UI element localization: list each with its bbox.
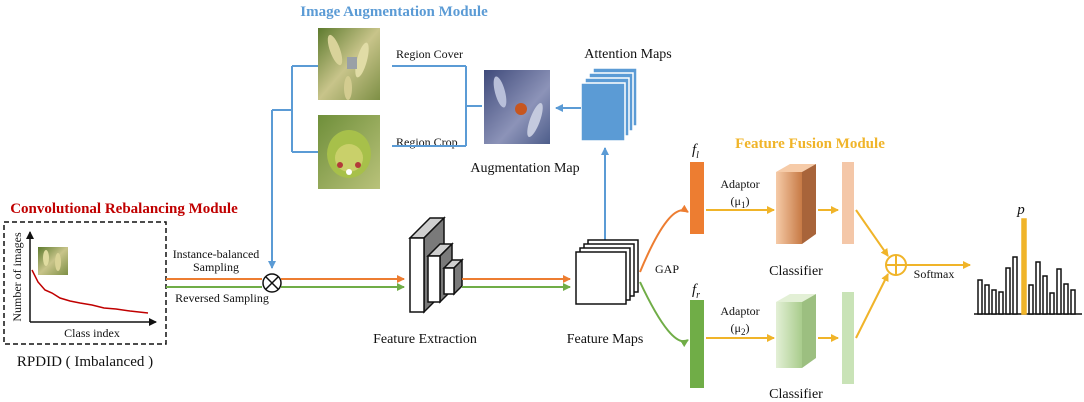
logit1-to-sum-arrow bbox=[855, 209, 889, 257]
region-cover-label: Region Cover bbox=[396, 47, 463, 61]
classifier-1-block bbox=[776, 164, 816, 244]
fusion-module-title: Feature Fusion Module bbox=[735, 136, 885, 152]
fr-label: fr bbox=[692, 282, 700, 301]
class-distribution-plot bbox=[26, 231, 157, 326]
region-crop-image bbox=[318, 115, 380, 189]
region-cover-image bbox=[318, 28, 380, 100]
y-axis-label: Number of images bbox=[10, 232, 24, 322]
attention-maps-stack bbox=[580, 67, 638, 142]
augmentation-map-image bbox=[484, 70, 550, 144]
feature-extraction-cnn bbox=[408, 216, 464, 314]
augmentation-module-title: Image Augmentation Module bbox=[300, 4, 488, 20]
reversed-sampling-label: Reversed Sampling bbox=[175, 291, 269, 305]
classifier-2-block bbox=[776, 294, 816, 368]
circled-plus-icon bbox=[885, 254, 907, 276]
adaptor-1-label: Adaptor bbox=[720, 177, 759, 191]
augmentation-branch-lines bbox=[268, 65, 482, 269]
output-probability-bars bbox=[974, 218, 1082, 315]
mu2-label: (μ2) bbox=[731, 321, 750, 337]
fl-label: fl bbox=[692, 142, 699, 161]
gap-label: GAP bbox=[655, 262, 679, 276]
dataset-label: RPDID ( Imbalanced ) bbox=[17, 354, 153, 370]
feature-maps-label: Feature Maps bbox=[567, 332, 644, 347]
adaptor-2-label: Adaptor bbox=[720, 304, 759, 318]
classifier-2-label: Classifier bbox=[769, 387, 823, 402]
softmax-label: Softmax bbox=[914, 267, 955, 281]
instance-balanced-label: Instance-balanced bbox=[173, 247, 260, 261]
attention-maps-label: Attention Maps bbox=[584, 47, 672, 62]
circled-times-icon bbox=[262, 273, 282, 293]
feature-maps-stack bbox=[575, 239, 639, 305]
x-axis-label: Class index bbox=[64, 326, 120, 340]
augmentation-map-label: Augmentation Map bbox=[470, 161, 579, 176]
feature-bar-fl bbox=[690, 162, 704, 234]
gap-to-fr-arrow bbox=[639, 281, 689, 348]
classifier-1-label: Classifier bbox=[769, 264, 823, 279]
logit2-to-sum-arrow bbox=[855, 273, 889, 339]
feature-bar-fr bbox=[690, 300, 704, 388]
gap-to-fl-arrow bbox=[639, 204, 689, 273]
p-label: p bbox=[1016, 202, 1025, 218]
rebalancing-module-title: Convolutional Rebalancing Module bbox=[10, 201, 238, 217]
sampling-label: Sampling bbox=[193, 260, 239, 274]
logit-bar-2 bbox=[842, 292, 854, 384]
mu1-label: (μ1) bbox=[731, 194, 750, 210]
logit-bar-1 bbox=[842, 162, 854, 244]
rebalancing-module-box bbox=[3, 221, 167, 345]
feature-extraction-label: Feature Extraction bbox=[373, 332, 477, 347]
